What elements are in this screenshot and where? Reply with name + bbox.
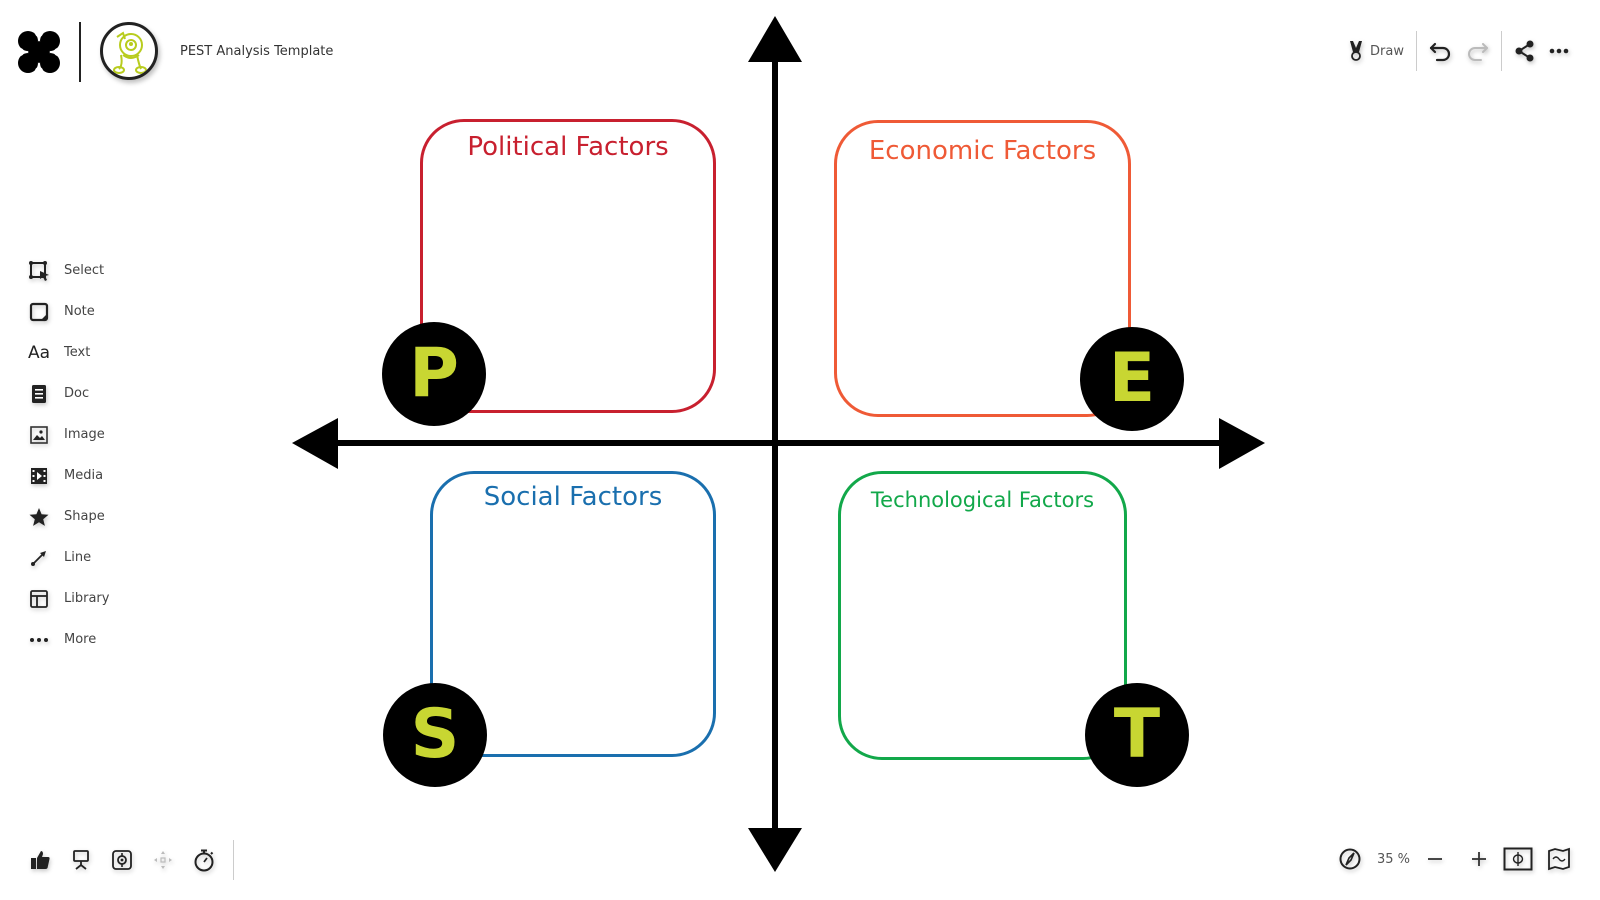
zoom-level[interactable]: 35 % — [1376, 851, 1410, 867]
fit-to-screen-button[interactable] — [1496, 842, 1540, 876]
zoom-out-button[interactable] — [1418, 842, 1452, 876]
tool-label: Line — [64, 550, 92, 565]
arrow-up-icon — [748, 16, 802, 62]
toolbar-separator — [233, 840, 234, 880]
media-icon — [26, 463, 52, 489]
tool-label: Select — [64, 263, 105, 278]
bottom-right-toolbar: 35 % — [1331, 842, 1578, 876]
arrow-right-icon — [1219, 418, 1265, 469]
tool-label: Library — [64, 591, 110, 606]
tool-library[interactable]: Library — [26, 578, 146, 619]
undo-button[interactable] — [1423, 30, 1459, 72]
top-toolbar: Draw — [1342, 30, 1576, 72]
economic-factors-box[interactable]: Economic Factors — [834, 120, 1131, 417]
presentation-icon — [73, 850, 89, 870]
ellipsis-icon — [1549, 48, 1569, 54]
badge-e[interactable]: E — [1080, 327, 1184, 431]
mascot-avatar-icon — [113, 31, 147, 74]
focus-button[interactable] — [108, 846, 136, 874]
undo-icon — [1429, 42, 1451, 62]
arrow-down-icon — [748, 828, 802, 872]
more-menu-button[interactable] — [1542, 30, 1576, 72]
tool-media[interactable]: Media — [26, 455, 146, 496]
tool-doc[interactable]: Doc — [26, 373, 146, 414]
tool-text[interactable]: Aa Text — [26, 332, 146, 373]
four-dot-logo-icon — [16, 29, 62, 75]
redo-icon — [1468, 43, 1488, 61]
select-icon — [26, 258, 52, 284]
tool-select[interactable]: Select — [26, 250, 146, 291]
library-icon — [26, 586, 52, 612]
redo-button[interactable] — [1459, 30, 1495, 72]
thumbs-up-icon — [31, 851, 50, 869]
technological-factors-box[interactable]: Technological Factors — [838, 471, 1127, 760]
technological-factors-title: Technological Factors — [870, 488, 1095, 512]
move-button[interactable] — [149, 846, 177, 874]
navigator-button[interactable] — [1331, 842, 1369, 876]
badge-t[interactable]: T — [1085, 683, 1189, 787]
text-icon: Aa — [27, 342, 51, 363]
tool-label: Image — [64, 427, 105, 442]
arrow-left-icon — [292, 418, 338, 469]
line-icon — [26, 545, 52, 571]
image-icon — [26, 422, 52, 448]
compass-icon — [1339, 848, 1361, 870]
plus-icon — [1472, 852, 1486, 866]
fit-screen-icon — [1503, 847, 1533, 871]
political-factors-title: Political Factors — [467, 132, 669, 162]
political-factors-box[interactable]: Political Factors — [420, 119, 716, 413]
focus-target-icon — [112, 850, 132, 870]
tool-label: Doc — [64, 386, 90, 401]
tool-label: More — [64, 632, 97, 647]
tool-label: Note — [64, 304, 95, 319]
ellipsis-icon — [26, 627, 52, 653]
timer-button[interactable] — [190, 846, 218, 874]
tool-note[interactable]: Note — [26, 291, 146, 332]
tool-image[interactable]: Image — [26, 414, 146, 455]
board-avatar[interactable] — [100, 22, 158, 80]
minus-icon — [1428, 858, 1442, 860]
draw-button[interactable]: Draw — [1342, 30, 1410, 72]
horizontal-axis[interactable] — [292, 418, 1265, 469]
timer-icon — [194, 849, 214, 872]
header-divider — [79, 22, 81, 82]
map-icon — [1548, 847, 1570, 871]
note-icon — [26, 299, 52, 325]
tool-label: Shape — [64, 509, 105, 524]
toolbar-separator — [1501, 31, 1502, 71]
social-factors-box[interactable]: Social Factors — [430, 471, 716, 757]
presentation-button[interactable] — [67, 846, 95, 874]
badge-s[interactable]: S — [383, 683, 487, 787]
badge-p[interactable]: P — [382, 322, 486, 426]
minimap-button[interactable] — [1540, 842, 1578, 876]
tool-more[interactable]: More — [26, 619, 146, 660]
zoom-in-button[interactable] — [1462, 842, 1496, 876]
tool-line[interactable]: Line — [26, 537, 146, 578]
draw-label: Draw — [1370, 43, 1404, 59]
left-toolbar: Select Note Aa Text Doc — [26, 250, 146, 660]
pen-nib-icon — [1350, 41, 1363, 61]
move-arrows-icon — [154, 851, 172, 869]
social-factors-title: Social Factors — [483, 482, 663, 512]
app-logo[interactable] — [16, 29, 62, 75]
board-title[interactable]: PEST Analysis Template — [180, 44, 334, 59]
bottom-left-toolbar — [26, 838, 234, 882]
share-icon — [1515, 40, 1534, 62]
tool-label: Media — [64, 468, 104, 483]
doc-icon — [26, 381, 52, 407]
economic-factors-title: Economic Factors — [868, 136, 1097, 166]
reactions-button[interactable] — [26, 846, 54, 874]
tool-label: Text — [64, 345, 91, 360]
share-button[interactable] — [1508, 30, 1542, 72]
star-icon — [26, 504, 52, 530]
toolbar-separator — [1416, 31, 1417, 71]
tool-shape[interactable]: Shape — [26, 496, 146, 537]
